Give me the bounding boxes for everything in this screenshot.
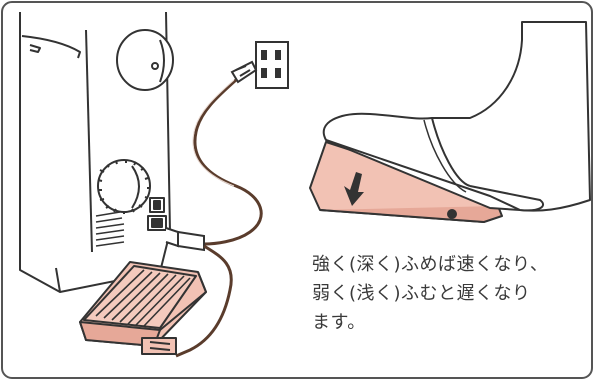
foot-controller [79,261,207,355]
caption-line-2: 弱く(浅く)ふむと遅くなり [312,283,531,304]
caption-line-1: 強く(深く)ふめば速くなり、 [312,254,549,275]
handwheel-top [116,29,174,91]
power-plug [230,60,258,84]
foot [322,21,591,212]
stitch-dial [97,159,151,214]
machine-plug [165,227,205,252]
vent-slots [95,211,125,247]
power-cord [192,78,263,246]
caption-line-3: ます。 [312,312,366,333]
down-arrow-icon [344,172,364,206]
instruction-caption: 強く(深く)ふめば速くなり、 弱く(浅く)ふむと遅くなり ます。 [312,250,590,337]
wall-outlet [255,41,289,89]
pedal-side-view [309,141,503,223]
controller-cord [175,244,233,358]
sewing-machine [19,11,174,293]
